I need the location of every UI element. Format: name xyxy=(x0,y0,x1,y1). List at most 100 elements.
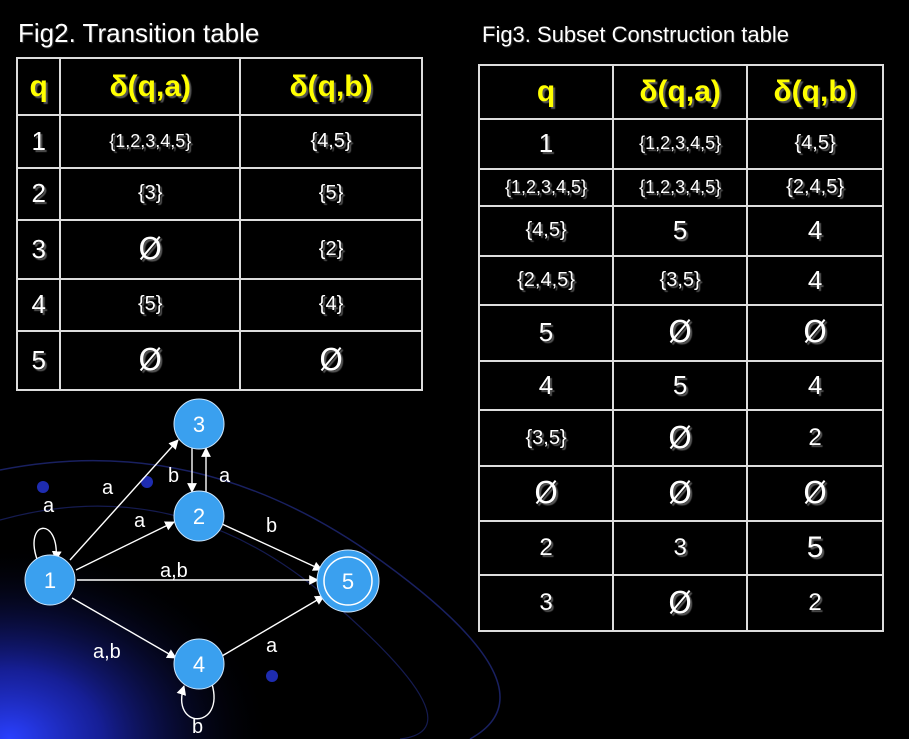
table-row: 2 3 5 xyxy=(477,520,884,577)
cell-a: Ø xyxy=(612,464,749,523)
cell-q: {4,5} xyxy=(477,205,615,257)
label-3-2: b xyxy=(168,465,179,487)
cell-q: 2 xyxy=(15,166,62,221)
table-header-row: q δ(q,a) δ(q,b) xyxy=(15,56,423,117)
label-1-4: a,b xyxy=(93,641,121,663)
table-row: Ø Ø Ø xyxy=(477,464,884,523)
cell-b: Ø xyxy=(746,464,884,523)
cell-b: 2 xyxy=(746,409,884,467)
cell-b: {4,5} xyxy=(239,114,423,169)
cell-a: {1,2,3,4,5} xyxy=(59,114,242,169)
label-1-3: a xyxy=(102,477,114,499)
cell-b: {5} xyxy=(239,166,423,221)
edge-loop-4 xyxy=(176,683,215,720)
fig2-title: Fig2. Transition table xyxy=(18,18,260,48)
edge-loop-1 xyxy=(33,527,62,563)
label-1-2: a xyxy=(134,510,146,532)
cell-a: Ø xyxy=(612,304,749,362)
cell-b: {4,5} xyxy=(746,118,884,170)
table-row: 3 Ø {2} xyxy=(15,218,423,280)
cell-b: Ø xyxy=(746,304,884,362)
state-4: 4 xyxy=(173,638,225,690)
cell-b: Ø xyxy=(239,330,423,391)
label-1-5: a,b xyxy=(160,560,188,582)
state-3: 3 xyxy=(173,398,225,450)
cell-a: 5 xyxy=(612,205,749,257)
state-5-accepting: 5 xyxy=(316,549,380,613)
cell-a: Ø xyxy=(59,330,242,391)
header-q: q xyxy=(15,56,62,117)
cell-a: {3,5} xyxy=(612,254,749,307)
table-header-row: q δ(q,a) δ(q,b) xyxy=(477,63,884,121)
table-row: {4,5} 5 4 xyxy=(477,205,884,257)
cell-a: {1,2,3,4,5} xyxy=(612,167,749,208)
edge-labels: a a a a,b a,b b a b a b xyxy=(43,465,278,738)
cell-a: 5 xyxy=(612,359,749,412)
edge-2-5 xyxy=(221,523,323,571)
cell-b: 5 xyxy=(746,520,884,577)
cell-q: {2,4,5} xyxy=(477,254,615,307)
cell-a: {3} xyxy=(59,166,242,221)
label-2-5: b xyxy=(266,515,277,537)
state-4-label: 4 xyxy=(193,652,205,677)
table-row: 2 {3} {5} xyxy=(15,166,423,221)
states: 1 2 3 4 5 xyxy=(24,398,380,690)
cell-q: 1 xyxy=(15,114,62,169)
cell-a: {5} xyxy=(59,277,242,333)
cell-a: Ø xyxy=(612,409,749,467)
cell-b: {2,4,5} xyxy=(746,167,884,208)
label-loop-4: b xyxy=(192,716,203,738)
table-row: 4 {5} {4} xyxy=(15,277,423,333)
table-row: 1 {1,2,3,4,5} {4,5} xyxy=(15,114,423,169)
cell-q: 3 xyxy=(15,218,62,280)
cell-q: Ø xyxy=(477,464,615,523)
cell-q: 5 xyxy=(477,304,615,362)
header-delta-a: δ(q,a) xyxy=(59,56,242,117)
edge-1-4 xyxy=(71,597,177,659)
edge-1-3 xyxy=(69,439,179,561)
table-row: 5 Ø Ø xyxy=(15,330,423,391)
state-3-label: 3 xyxy=(193,412,205,437)
cell-a: {1,2,3,4,5} xyxy=(612,118,749,170)
cell-q: 3 xyxy=(477,574,615,632)
table-row: {1,2,3,4,5} {1,2,3,4,5} {2,4,5} xyxy=(477,167,884,208)
cell-q: 1 xyxy=(477,118,615,170)
header-delta-a: δ(q,a) xyxy=(612,63,749,121)
edges xyxy=(33,439,325,720)
state-5-label: 5 xyxy=(342,569,354,594)
nfa-state-diagram: a a a a,b a,b b a b a b 1 2 3 4 5 xyxy=(24,398,380,738)
fig3-title: Fig3. Subset Construction table xyxy=(482,22,789,47)
state-2: 2 xyxy=(173,490,225,542)
transition-table: q δ(q,a) δ(q,b) 1 {1,2,3,4,5} {4,5} 2 {3… xyxy=(15,56,423,391)
cell-b: 4 xyxy=(746,205,884,257)
edge-4-5 xyxy=(221,595,325,657)
table-row: {3,5} Ø 2 xyxy=(477,409,884,467)
cell-b: 4 xyxy=(746,254,884,307)
edge-1-2 xyxy=(75,521,175,571)
cell-b: {4} xyxy=(239,277,423,333)
cell-a: Ø xyxy=(59,218,242,280)
label-2-3: a xyxy=(219,465,231,487)
cell-q: 4 xyxy=(15,277,62,333)
header-q: q xyxy=(477,63,615,121)
cell-b: 2 xyxy=(746,574,884,632)
cell-q: {3,5} xyxy=(477,409,615,467)
cell-q: 4 xyxy=(477,359,615,412)
cell-b: {2} xyxy=(239,218,423,280)
cell-q: 5 xyxy=(15,330,62,391)
table-row: 5 Ø Ø xyxy=(477,304,884,362)
cell-q: 2 xyxy=(477,520,615,577)
label-loop-1: a xyxy=(43,495,55,517)
state-1: 1 xyxy=(24,554,76,606)
label-4-5: a xyxy=(266,635,278,657)
table-row: 4 5 4 xyxy=(477,359,884,412)
subset-construction-table: q δ(q,a) δ(q,b) 1 {1,2,3,4,5} {4,5} {1,2… xyxy=(477,63,884,632)
cell-a: Ø xyxy=(612,574,749,632)
table-row: 1 {1,2,3,4,5} {4,5} xyxy=(477,118,884,170)
cell-b: 4 xyxy=(746,359,884,412)
state-1-label: 1 xyxy=(44,568,56,593)
table-row: 3 Ø 2 xyxy=(477,574,884,632)
table-row: {2,4,5} {3,5} 4 xyxy=(477,254,884,307)
header-delta-b: δ(q,b) xyxy=(239,56,423,117)
